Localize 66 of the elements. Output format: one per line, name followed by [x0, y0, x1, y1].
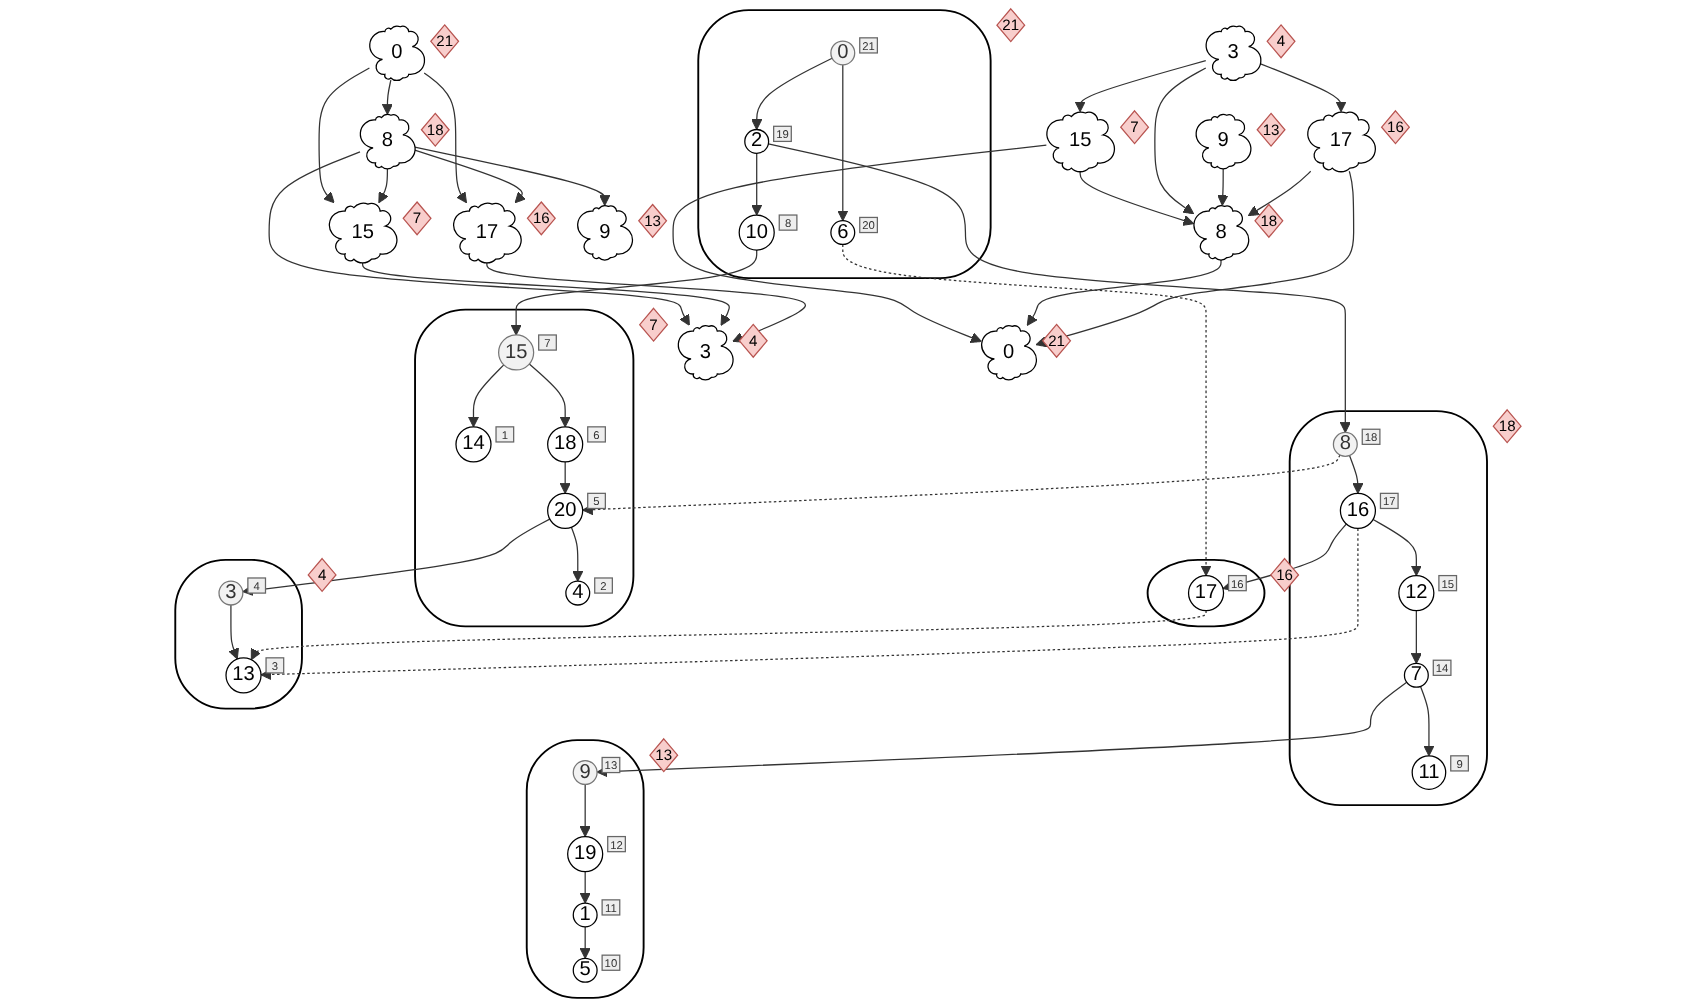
arrow	[318, 67, 371, 204]
arrow	[260, 527, 1359, 681]
node-circle: 5	[572, 957, 598, 983]
arrow	[842, 243, 1212, 577]
arrow	[467, 364, 505, 428]
node-circle: 18	[547, 426, 584, 463]
arrow	[837, 64, 849, 222]
arrow	[1259, 63, 1347, 113]
arrow	[559, 461, 571, 494]
arrow	[1372, 518, 1422, 577]
arrow	[381, 79, 393, 115]
arrow	[362, 261, 731, 326]
node-circle: 14	[455, 426, 492, 463]
arrow	[1074, 60, 1207, 113]
node-circle: 8	[1332, 431, 1358, 457]
node-circle: 15	[498, 334, 535, 371]
arrow	[228, 604, 239, 660]
arrow	[528, 363, 571, 428]
arrow	[579, 870, 591, 904]
arrow	[510, 249, 758, 336]
arrow	[268, 151, 690, 326]
node-circle: 7	[1403, 662, 1429, 688]
node-circle: 1	[572, 902, 598, 928]
node-circle: 17	[1187, 574, 1225, 612]
arrow	[1419, 685, 1435, 757]
node-circle: 3	[218, 580, 244, 606]
arrow	[1348, 454, 1364, 494]
arrow	[672, 144, 1047, 343]
node-circle: 6	[830, 220, 856, 246]
node-circle: 0	[830, 40, 856, 66]
node-circle: 20	[547, 492, 584, 529]
arrow	[1154, 67, 1207, 215]
arrow	[579, 783, 591, 838]
node-circle: 16	[1339, 492, 1377, 529]
arrow	[250, 609, 1207, 661]
node-circle: 19	[567, 835, 604, 873]
arrow	[570, 526, 584, 582]
arrow	[414, 146, 611, 206]
arrow	[1410, 609, 1422, 664]
arrow	[582, 454, 1341, 516]
cluster	[697, 9, 992, 280]
arrow	[378, 167, 389, 204]
node-circle: 9	[572, 760, 598, 786]
node-circle: 12	[1398, 574, 1435, 612]
arrow	[767, 143, 1351, 433]
arrow	[579, 926, 591, 959]
node-circle: 10	[738, 214, 775, 251]
cluster	[174, 558, 303, 710]
arrow	[751, 57, 833, 130]
node-circle: 4	[565, 580, 591, 606]
cluster	[414, 308, 635, 628]
arrow	[242, 518, 551, 596]
arrow	[1026, 259, 1222, 326]
arrow	[423, 72, 467, 204]
node-circle: 13	[225, 657, 262, 694]
cluster	[1146, 558, 1266, 628]
arrow	[751, 152, 763, 216]
arrow	[1217, 167, 1229, 206]
arrow	[486, 261, 807, 343]
node-circle: 11	[1411, 755, 1447, 790]
cluster	[525, 739, 645, 999]
node-circle: 2	[744, 128, 770, 154]
arrow	[1079, 170, 1195, 226]
arrow	[414, 149, 527, 204]
arrow	[1035, 170, 1355, 348]
arrow	[1247, 170, 1312, 217]
